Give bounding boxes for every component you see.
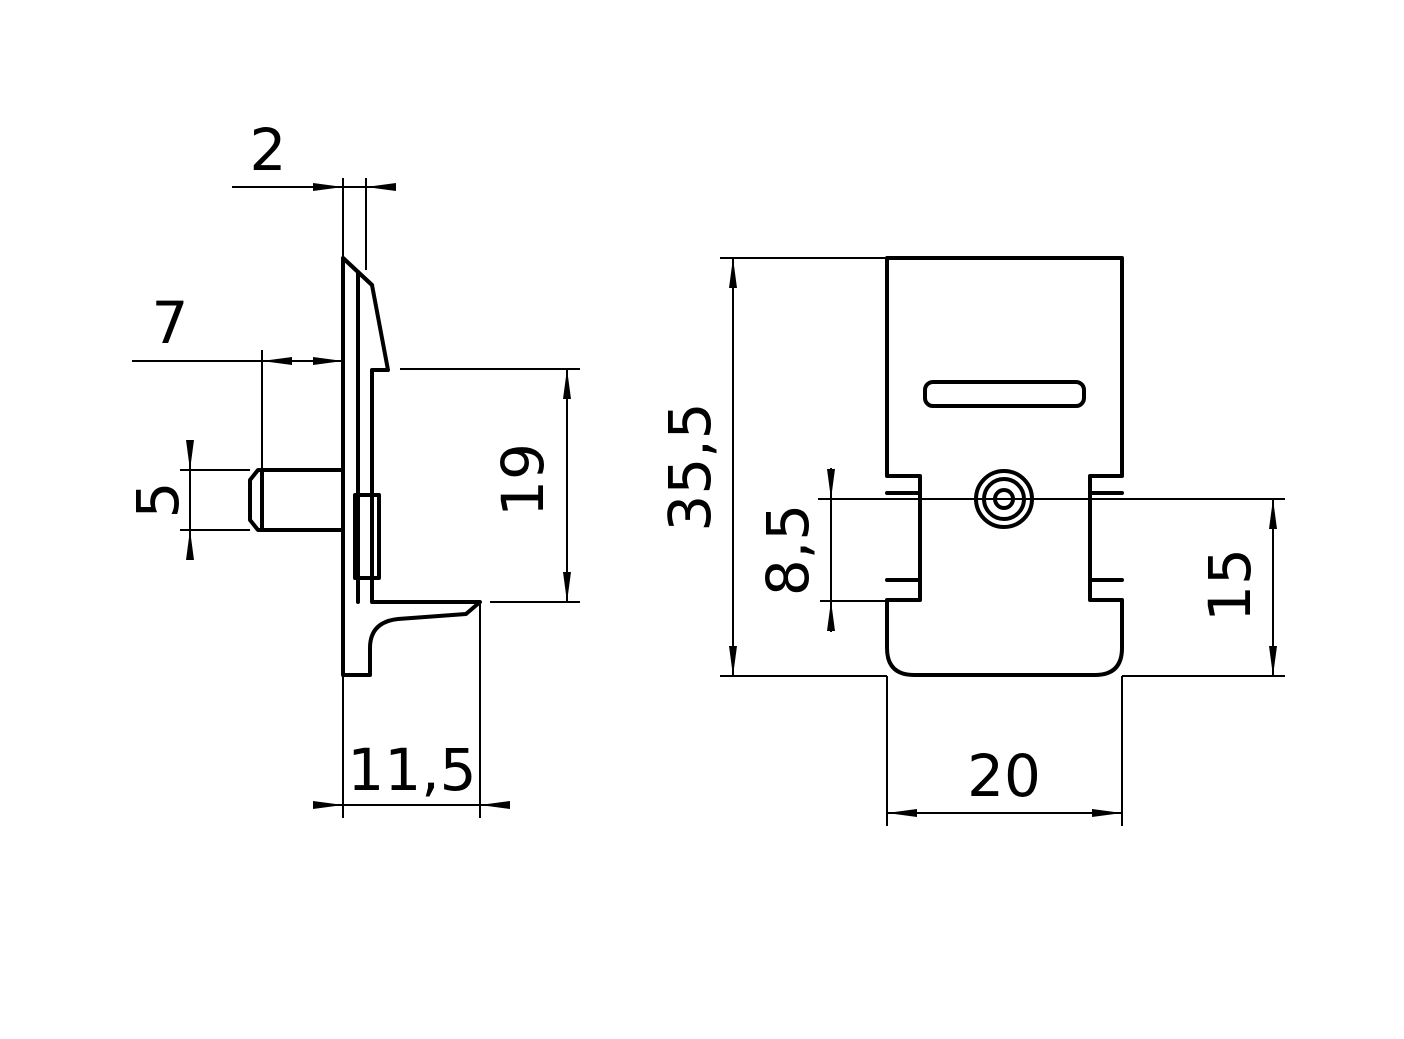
dim-side-offset: 7 <box>152 289 189 357</box>
front-view <box>885 256 1124 677</box>
dim-side-depth: 11,5 <box>347 736 476 804</box>
dim-side-height: 19 <box>489 443 557 517</box>
side-pin <box>248 468 345 532</box>
side-dimensions: 2 7 5 19 11,5 <box>124 116 580 818</box>
dim-front-width: 20 <box>967 742 1041 810</box>
dim-side-top-thickness: 2 <box>250 116 287 184</box>
front-plate-outline <box>885 256 1124 677</box>
dim-front-slot-height: 15 <box>1196 548 1264 622</box>
side-clip <box>353 493 381 580</box>
side-plate-outline <box>341 256 482 677</box>
dim-front-hole-offset: 8,5 <box>754 504 822 596</box>
front-dimensions: 35,5 8,5 15 20 <box>656 257 1285 826</box>
dim-front-height: 35,5 <box>656 402 724 531</box>
side-view <box>248 256 482 677</box>
dim-pin-diameter: 5 <box>124 482 192 519</box>
front-slot <box>923 380 1086 408</box>
